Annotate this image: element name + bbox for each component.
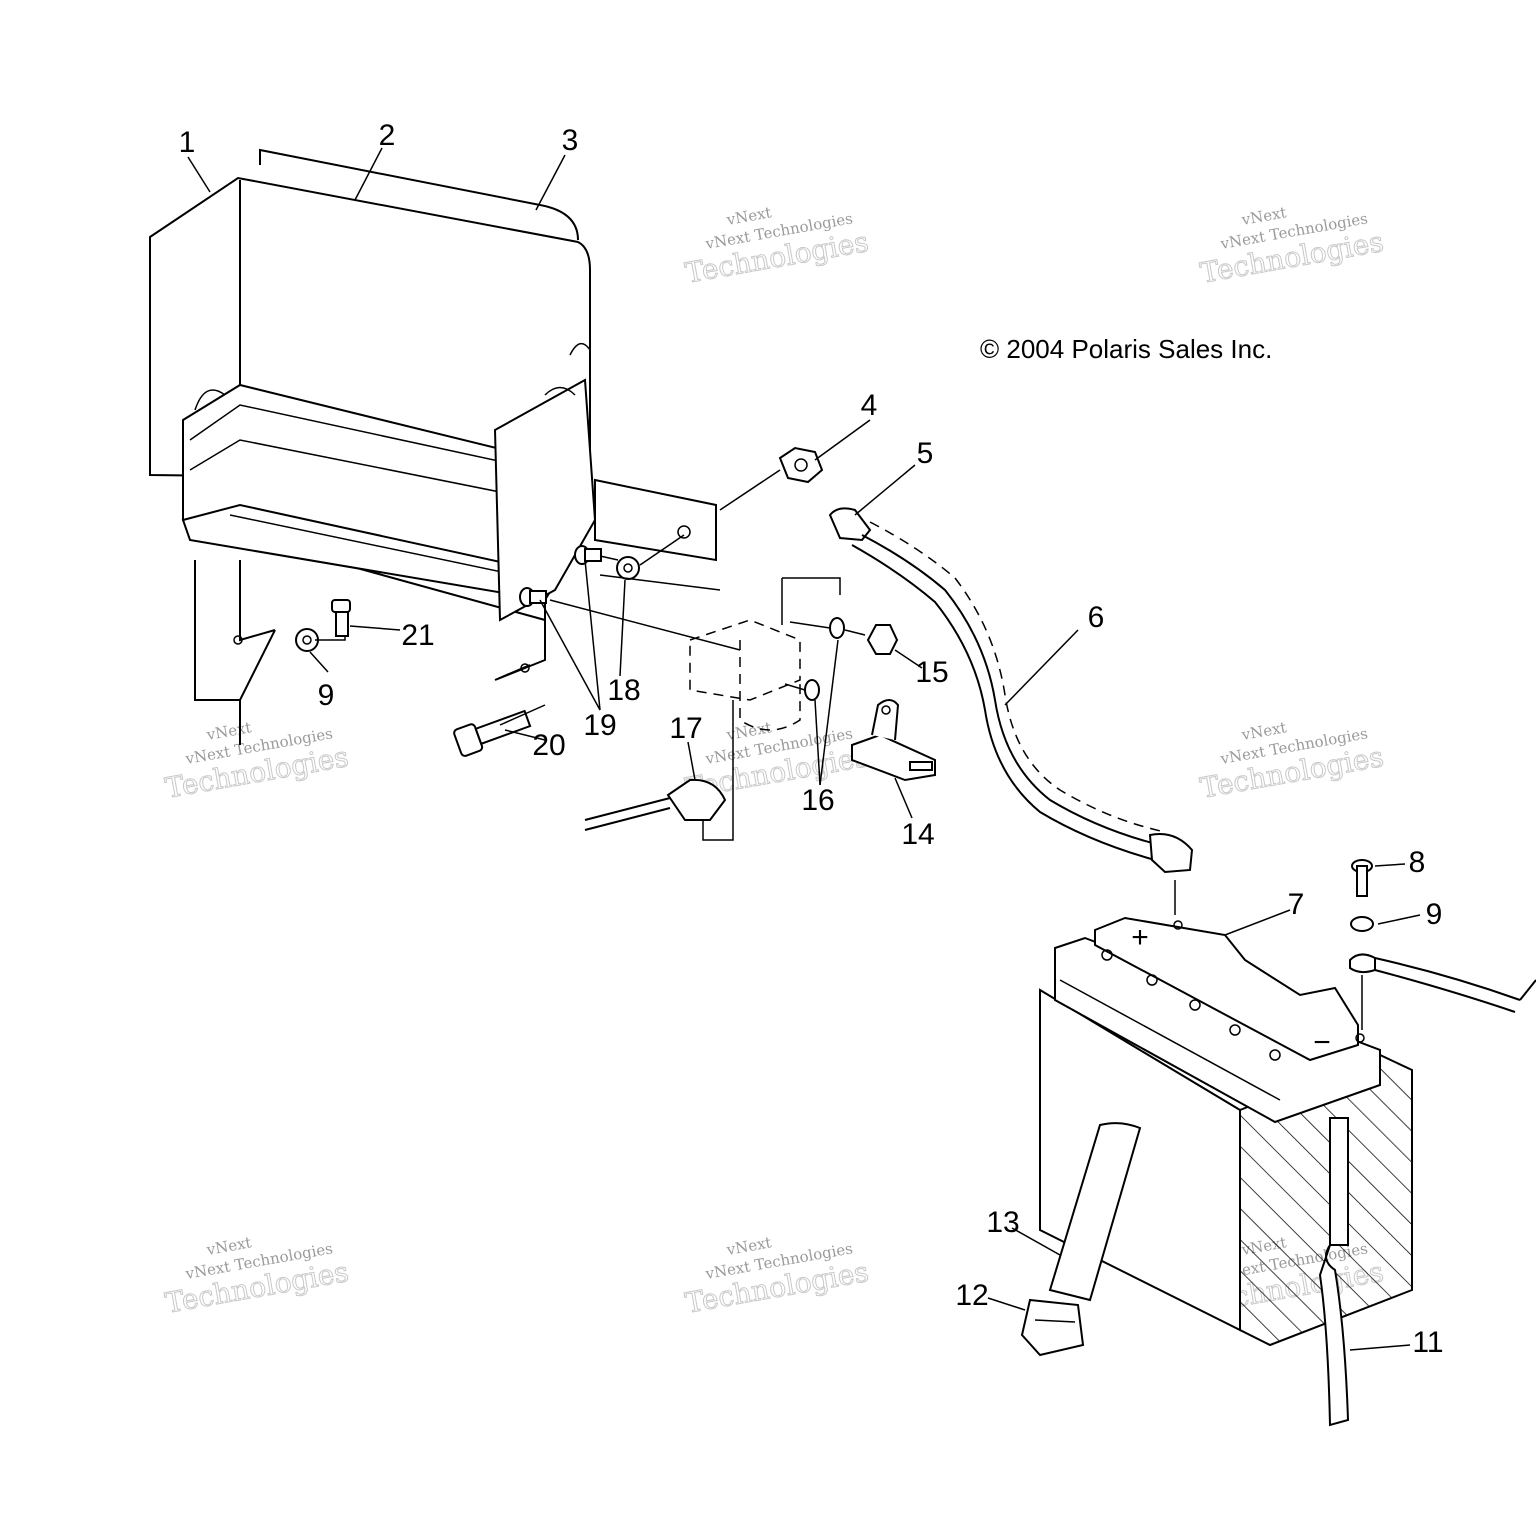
nut-part-4 bbox=[778, 446, 824, 484]
callout-21: 21 bbox=[401, 619, 434, 652]
watermark-4: vNext vNext Technologies Technologies bbox=[162, 718, 351, 805]
callout-labels: 1 2 3 4 5 6 7 8 9 9 11 12 13 14 15 16 17… bbox=[179, 119, 1444, 1359]
callout-13: 13 bbox=[986, 1206, 1019, 1239]
callout-17: 17 bbox=[669, 712, 702, 745]
callout-18: 18 bbox=[607, 674, 640, 707]
callout-20: 20 bbox=[532, 729, 565, 762]
terminal-boot-part-17 bbox=[666, 778, 727, 821]
callout-9-right: 9 bbox=[1426, 898, 1443, 931]
callout-2: 2 bbox=[379, 119, 396, 152]
minus-terminal-label: − bbox=[1313, 1026, 1331, 1059]
hardware-group bbox=[295, 446, 824, 757]
callout-12: 12 bbox=[955, 1279, 988, 1312]
lock-washer-part-18 bbox=[616, 556, 640, 580]
leader-lines bbox=[187, 147, 1421, 1351]
callout-3: 3 bbox=[562, 124, 579, 157]
watermark-3: vNext vNext Technologies Technologies bbox=[1197, 203, 1386, 290]
battery-part-7: + − bbox=[1039, 880, 1413, 1347]
callout-4: 4 bbox=[861, 389, 878, 422]
copyright-notice: © 2004 Polaris Sales Inc. bbox=[980, 334, 1272, 364]
bolt-part-20 bbox=[453, 709, 532, 757]
nut-part-15 bbox=[866, 624, 899, 655]
watermark-7: vNext vNext Technologies Technologies bbox=[162, 1233, 351, 1320]
lock-washer-part-9 bbox=[295, 628, 319, 652]
solenoid-assembly bbox=[584, 577, 936, 841]
callout-11: 11 bbox=[1412, 1326, 1443, 1359]
bolt-part-19 bbox=[519, 545, 602, 607]
connector-part-14 bbox=[851, 699, 936, 782]
washer-part-9 bbox=[1350, 916, 1374, 932]
screw-part-21 bbox=[315, 599, 401, 641]
battery-strap bbox=[1020, 1122, 1142, 1357]
screw-part-8 bbox=[1351, 859, 1373, 897]
callout-6: 6 bbox=[1088, 601, 1105, 634]
callout-1: 1 bbox=[179, 126, 196, 159]
callout-19: 19 bbox=[583, 709, 616, 742]
positive-cable bbox=[828, 507, 1194, 874]
callout-9-left: 9 bbox=[318, 679, 335, 712]
battery-box bbox=[149, 148, 717, 745]
callout-16: 16 bbox=[801, 784, 834, 817]
watermark-8: vNext vNext Technologies Technologies bbox=[682, 1233, 871, 1320]
callout-8: 8 bbox=[1409, 846, 1426, 879]
watermark-2: vNext vNext Technologies Technologies bbox=[682, 203, 871, 290]
callout-14: 14 bbox=[901, 818, 934, 851]
negative-terminal-hardware bbox=[1349, 859, 1536, 1013]
callout-7: 7 bbox=[1288, 888, 1305, 921]
vent-tube bbox=[1318, 1117, 1350, 1427]
callout-15: 15 bbox=[915, 656, 948, 689]
callout-5: 5 bbox=[917, 437, 934, 470]
watermark-6: vNext vNext Technologies Technologies bbox=[1197, 718, 1386, 805]
plus-terminal-label: + bbox=[1131, 921, 1149, 954]
